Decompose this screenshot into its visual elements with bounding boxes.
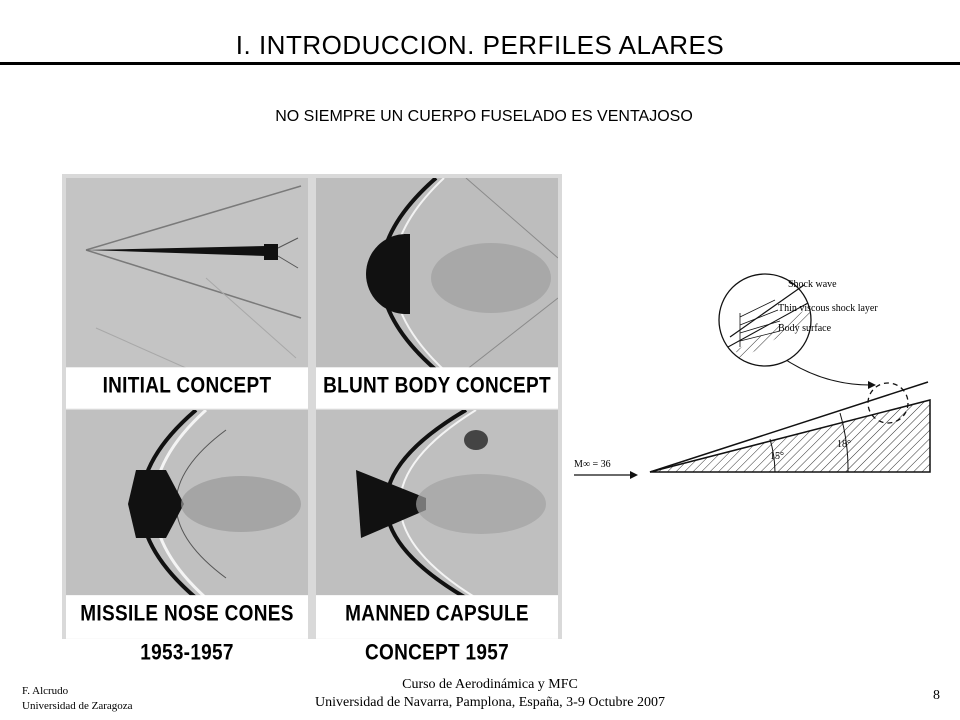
footer-author-block: F. Alcrudo Universidad de Zaragoza [22,684,133,714]
body-surface-label: Body surface [778,323,832,334]
wedge-diagram-svg: M∞ = 36 15° 18° Shock wave Thin viscous … [574,273,931,479]
manned-capsule-shock-image [316,410,558,598]
caption-initial-concept: INITIAL CONCEPT [66,367,308,409]
blunt-body-shock-image [316,178,558,370]
hypersonic-wedge-diagram: M∞ = 36 15° 18° Shock wave Thin viscous … [570,255,950,490]
inset-shock-line [729,284,805,338]
shock-wave-line [649,381,929,473]
footer-affiliation: Universidad de Zaragoza [22,700,133,712]
missile-nose-shock-image [66,410,308,598]
footer-course-block: Curso de Aerodinámica y MFC Universidad … [260,676,720,712]
slide-subtitle: NO SIEMPRE UN CUERPO FUSELADO ES VENTAJO… [275,108,693,125]
wedge-body [649,399,931,473]
caption-missile-nose-cones: MISSILE NOSE CONES 1953-1957 [66,595,308,665]
slide-title: I. INTRODUCCION. PERFILES ALARES [235,30,725,60]
footer-venue: Universidad de Navarra, Pamplona, España… [315,695,665,710]
angle-18-label: 18° [837,439,851,450]
schlieren-photo-grid: INITIAL CONCEPT BLUNT BODY CONCEPT 1953 … [62,174,562,665]
photo-missile-nose-cones [66,410,308,598]
slender-body-shock-image [66,178,308,370]
photo-manned-capsule [316,410,558,598]
title-rule [0,62,960,65]
caption-blunt-body: BLUNT BODY CONCEPT 1953 [316,367,558,437]
caption-manned-capsule: MANNED CAPSULE CONCEPT 1957 [316,595,558,665]
footer-author: F. Alcrudo [22,685,69,697]
photo-initial-concept [66,178,308,370]
photo-blunt-body [316,178,558,370]
page-number: 8 [933,688,940,703]
thin-viscous-shock-layer-label: Thin viscous shock layer [778,303,878,314]
footer-course: Curso de Aerodinámica y MFC [402,677,578,692]
detail-highlight-circle [867,382,909,424]
inset-magnifier-circle [718,273,812,367]
angle-15-label: 15° [770,451,784,462]
shock-wave-label: Shock wave [788,279,837,290]
mach-label: M∞ = 36 [574,459,611,470]
